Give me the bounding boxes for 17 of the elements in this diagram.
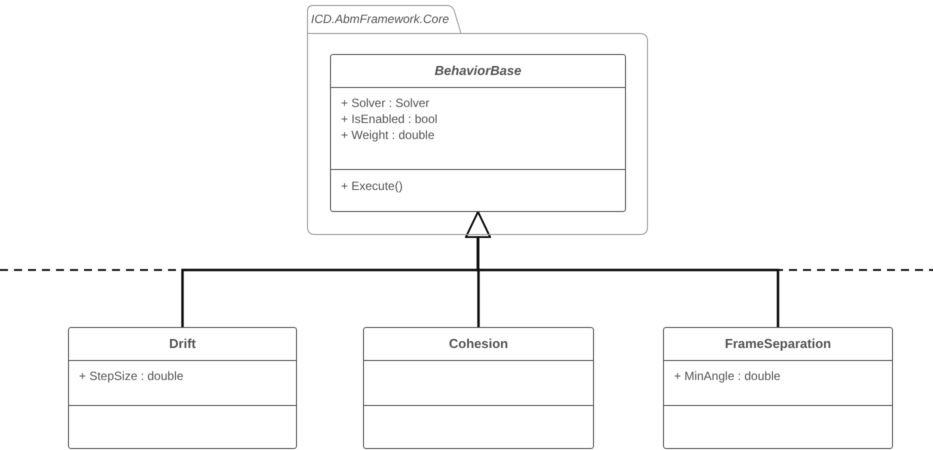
attribute-text: + Solver : Solver [341,95,430,111]
attribute-text: + MinAngle : double [674,368,782,384]
inheritance-arrow [465,211,780,327]
class-name: BehaviorBase [434,62,522,80]
attribute-text: + Weight : double [341,127,436,143]
package-name: ICD.AbmFramework.Core [311,11,450,27]
class-box [68,327,297,449]
class-box [330,54,626,212]
package [307,5,648,235]
class-box [363,327,594,449]
class-box [663,327,893,449]
class-name: FrameSeparation [724,335,832,354]
attribute-text: + IsEnabled : bool [341,111,438,127]
attribute-text: + StepSize : double [79,368,184,384]
operation-text: + Execute() [341,178,404,194]
class-name: Drift [169,335,196,354]
class-name: Cohesion [448,335,508,354]
